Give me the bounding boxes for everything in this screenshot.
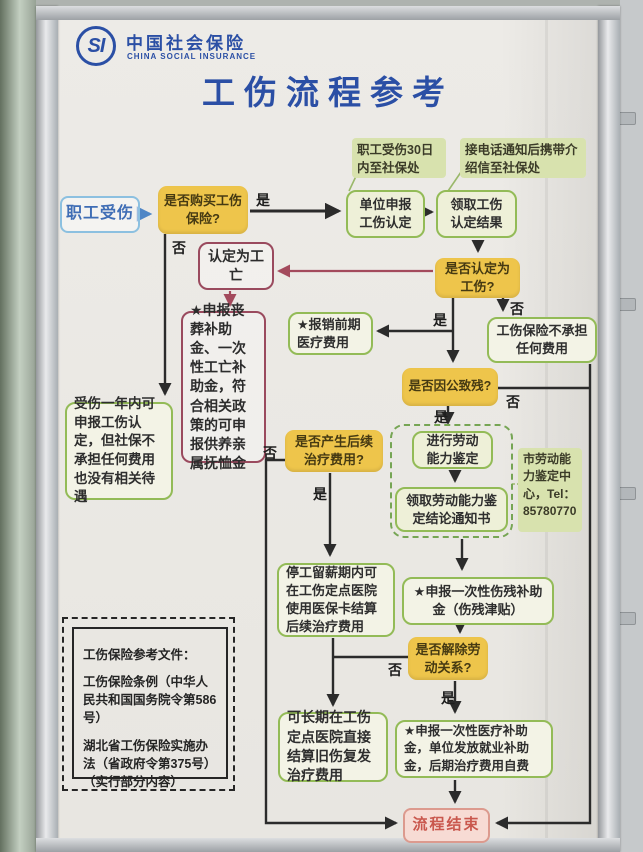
note-phone-notice: 接电话通知后携带介绍信至社保处 bbox=[460, 138, 586, 178]
note-report-30days: 职工受伤30日内至社保处 bbox=[352, 138, 446, 178]
reference-box: 工伤保险参考文件： 工伤保险条例（中华人民共和国国务院令第586号） 湖北省工伤… bbox=[72, 627, 228, 789]
node-no-coverage: 工伤保险不承担任何费用 bbox=[487, 317, 597, 363]
brand-name-cn: 中国社会保险 bbox=[126, 34, 246, 53]
node-star-early-medical: ★报销前期医疗费用 bbox=[288, 312, 373, 355]
frame-rail-bottom bbox=[36, 838, 620, 852]
note-assessment-center: 市劳动能力鉴定中心，Tel：85780770 bbox=[518, 448, 582, 532]
node-star-funeral-benefits: ★申报丧葬补助金、一次性工亡补助金，符合相关政策的可申报供养亲属抚恤金 bbox=[181, 302, 266, 471]
node-assess-ability: 进行劳动能力鉴定 bbox=[412, 431, 493, 469]
node-receive-notice: 领取劳动能力鉴定结论通知书 bbox=[395, 487, 508, 532]
node-star-disability: ★申报一次性伤残补助金（伤残津贴） bbox=[402, 577, 554, 625]
edge-label-yes: 是 bbox=[313, 486, 327, 502]
poster-title: 工伤流程参考 bbox=[202, 74, 454, 111]
node-end: 流程结束 bbox=[403, 808, 490, 843]
reference-item: 工伤保险条例（中华人民共和国国务院令第586号） bbox=[83, 675, 217, 726]
node-q-terminate: 是否解除劳动关系? bbox=[408, 637, 488, 680]
node-receive-result: 领取工伤认定结果 bbox=[436, 190, 517, 238]
social-insurance-logo-icon: SI bbox=[76, 26, 116, 66]
node-death-recognized: 认定为工亡 bbox=[198, 242, 274, 290]
node-long-term: 可长期在工伤定点医院直接结算旧伤复发治疗费用 bbox=[278, 709, 388, 783]
node-stop-pay-period: 停工留薪期内可在工伤定点医院使用医保卡结算后续治疗费用 bbox=[277, 563, 395, 637]
edge-label-yes: 是 bbox=[434, 409, 448, 425]
node-injured-one-year: 受伤一年内可申报工伤认定，但社保不承担任何费用也没有相关待遇 bbox=[65, 396, 173, 504]
edge-label-no: 否 bbox=[263, 445, 277, 461]
node-q-disabled: 是否因公致残? bbox=[402, 368, 498, 406]
reference-title: 工伤保险参考文件： bbox=[83, 648, 196, 662]
frame-rail-top bbox=[36, 6, 620, 20]
frame-rail-left bbox=[36, 6, 58, 852]
reference-item: 湖北省工伤保险实施办法（省政府令第375号）（实行部分内容） bbox=[83, 738, 217, 789]
edge-label-yes: 是 bbox=[433, 312, 447, 328]
wall-right bbox=[620, 0, 643, 852]
frame-rail-right bbox=[598, 6, 620, 852]
node-employee-injured: 职工受伤 bbox=[60, 196, 140, 233]
node-q-followup: 是否产生后续治疗费用? bbox=[285, 430, 383, 472]
edge-label-no: 否 bbox=[388, 662, 402, 678]
reference-box-outer bbox=[62, 617, 235, 791]
node-unit-report: 单位申报工伤认定 bbox=[346, 190, 425, 238]
edge-label-no: 否 bbox=[172, 240, 186, 256]
wall-left bbox=[0, 0, 36, 852]
edge-label-yes: 是 bbox=[441, 690, 455, 706]
edge-label-no: 否 bbox=[506, 394, 520, 410]
edge-label-no: 否 bbox=[510, 301, 524, 317]
node-q-recognized: 是否认定为工伤? bbox=[435, 258, 520, 298]
node-q-insurance: 是否购买工伤保险? bbox=[158, 186, 248, 234]
node-star-medical: ★申报一次性医疗补助金，单位发放就业补助金，后期治疗费用自费 bbox=[395, 720, 553, 778]
brand-name-en: CHINA SOCIAL INSURANCE bbox=[127, 52, 257, 61]
edge-label-yes: 是 bbox=[256, 192, 270, 208]
assessment-dashed-group bbox=[390, 424, 513, 538]
